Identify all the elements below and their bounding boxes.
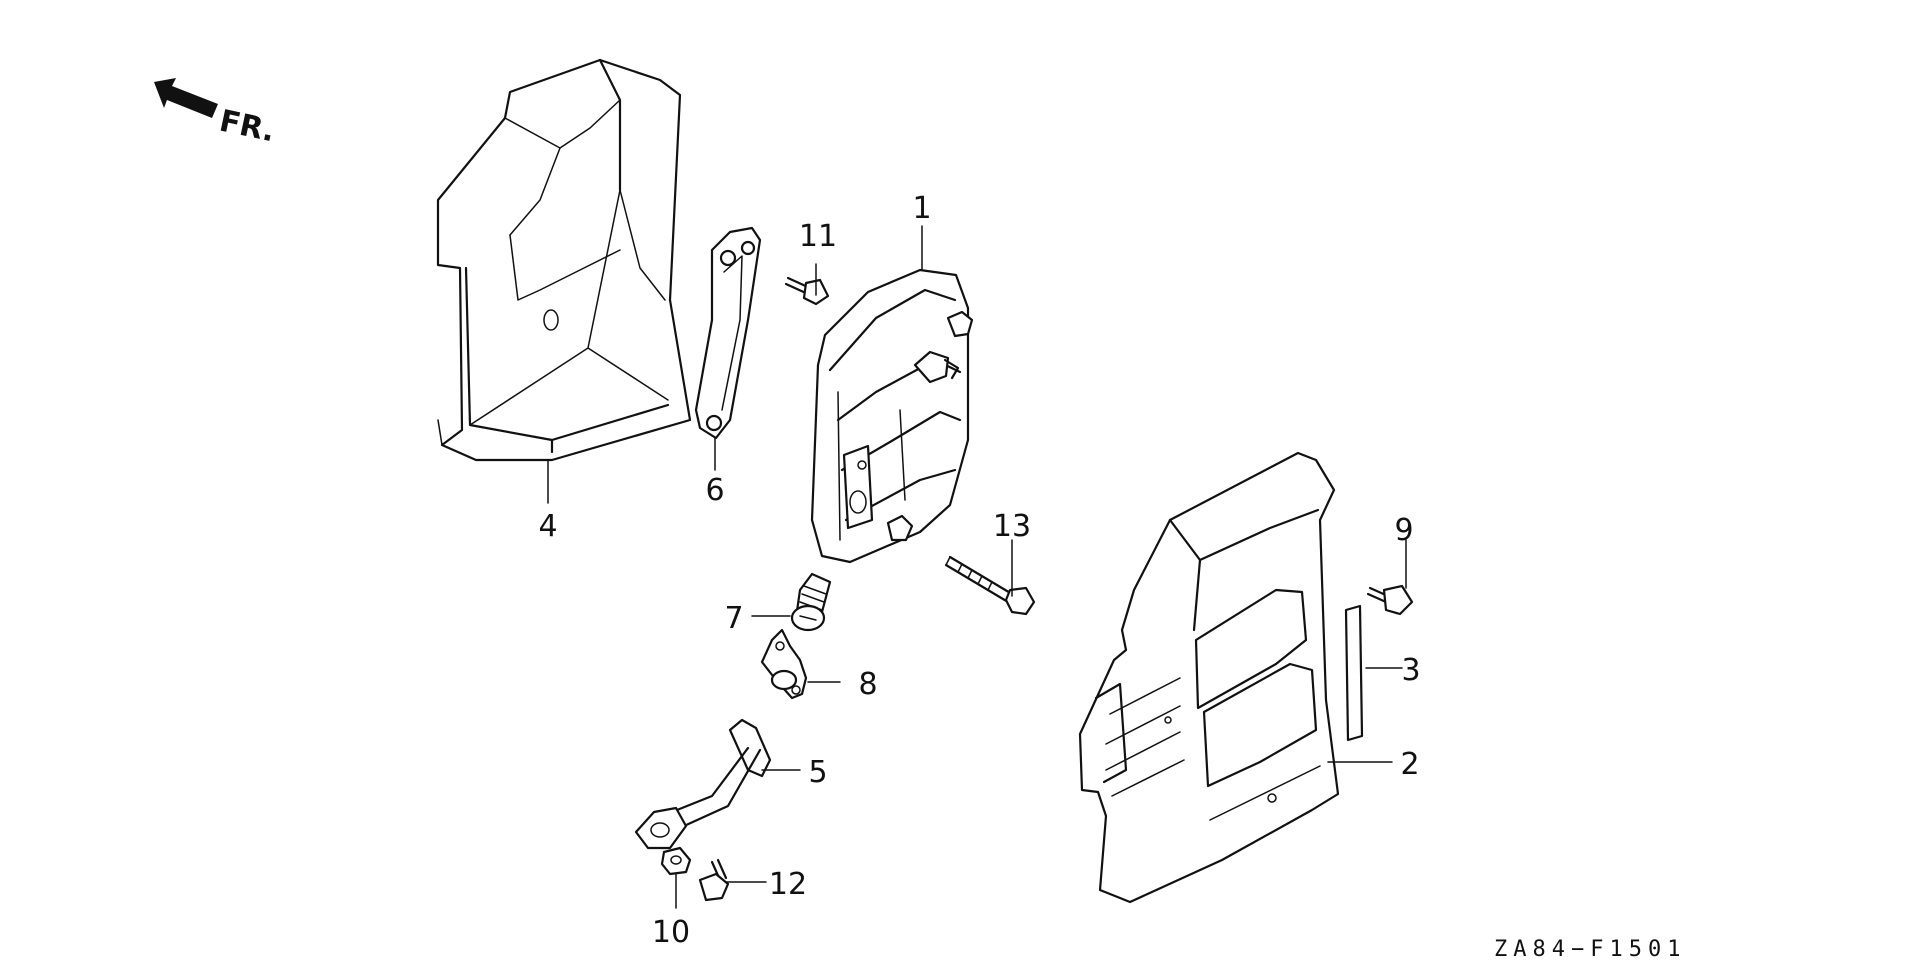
callout-12: 12 bbox=[769, 867, 807, 902]
flange-nut-part bbox=[660, 846, 692, 876]
front-direction-arrow-icon bbox=[154, 78, 218, 118]
callout-3: 3 bbox=[1401, 653, 1420, 688]
callout-11: 11 bbox=[799, 219, 837, 254]
protector-gasket-part bbox=[1344, 604, 1364, 742]
callout-5: 5 bbox=[808, 755, 827, 790]
callout-9: 9 bbox=[1394, 513, 1413, 548]
callout-leader-lines bbox=[547, 225, 1407, 909]
stud-bolt-part bbox=[944, 555, 1036, 616]
front-direction-label: FR. bbox=[216, 104, 278, 150]
callout-8: 8 bbox=[858, 667, 877, 702]
protector-flange-bolt-part bbox=[1366, 584, 1414, 616]
callout-2: 2 bbox=[1400, 747, 1419, 782]
callout-13: 13 bbox=[993, 509, 1031, 544]
callout-4: 4 bbox=[538, 509, 557, 544]
exhaust-pipe-part bbox=[634, 718, 772, 850]
muffler-stay-part bbox=[694, 226, 762, 440]
stay-flange-bolt-part bbox=[784, 276, 830, 306]
diagram-code: ZA84−F1501 bbox=[1494, 937, 1686, 959]
muffler-protector-part bbox=[1078, 451, 1340, 904]
muffler-part bbox=[810, 268, 974, 564]
muffler-cover-part bbox=[436, 58, 692, 462]
callout-6: 6 bbox=[705, 473, 724, 508]
callout-7: 7 bbox=[724, 601, 743, 636]
callout-10: 10 bbox=[652, 915, 690, 950]
spark-arrester-part bbox=[790, 572, 832, 632]
muffler-gasket-part bbox=[760, 628, 808, 700]
pipe-flange-bolt-part bbox=[698, 858, 730, 902]
callout-1: 1 bbox=[912, 191, 931, 226]
